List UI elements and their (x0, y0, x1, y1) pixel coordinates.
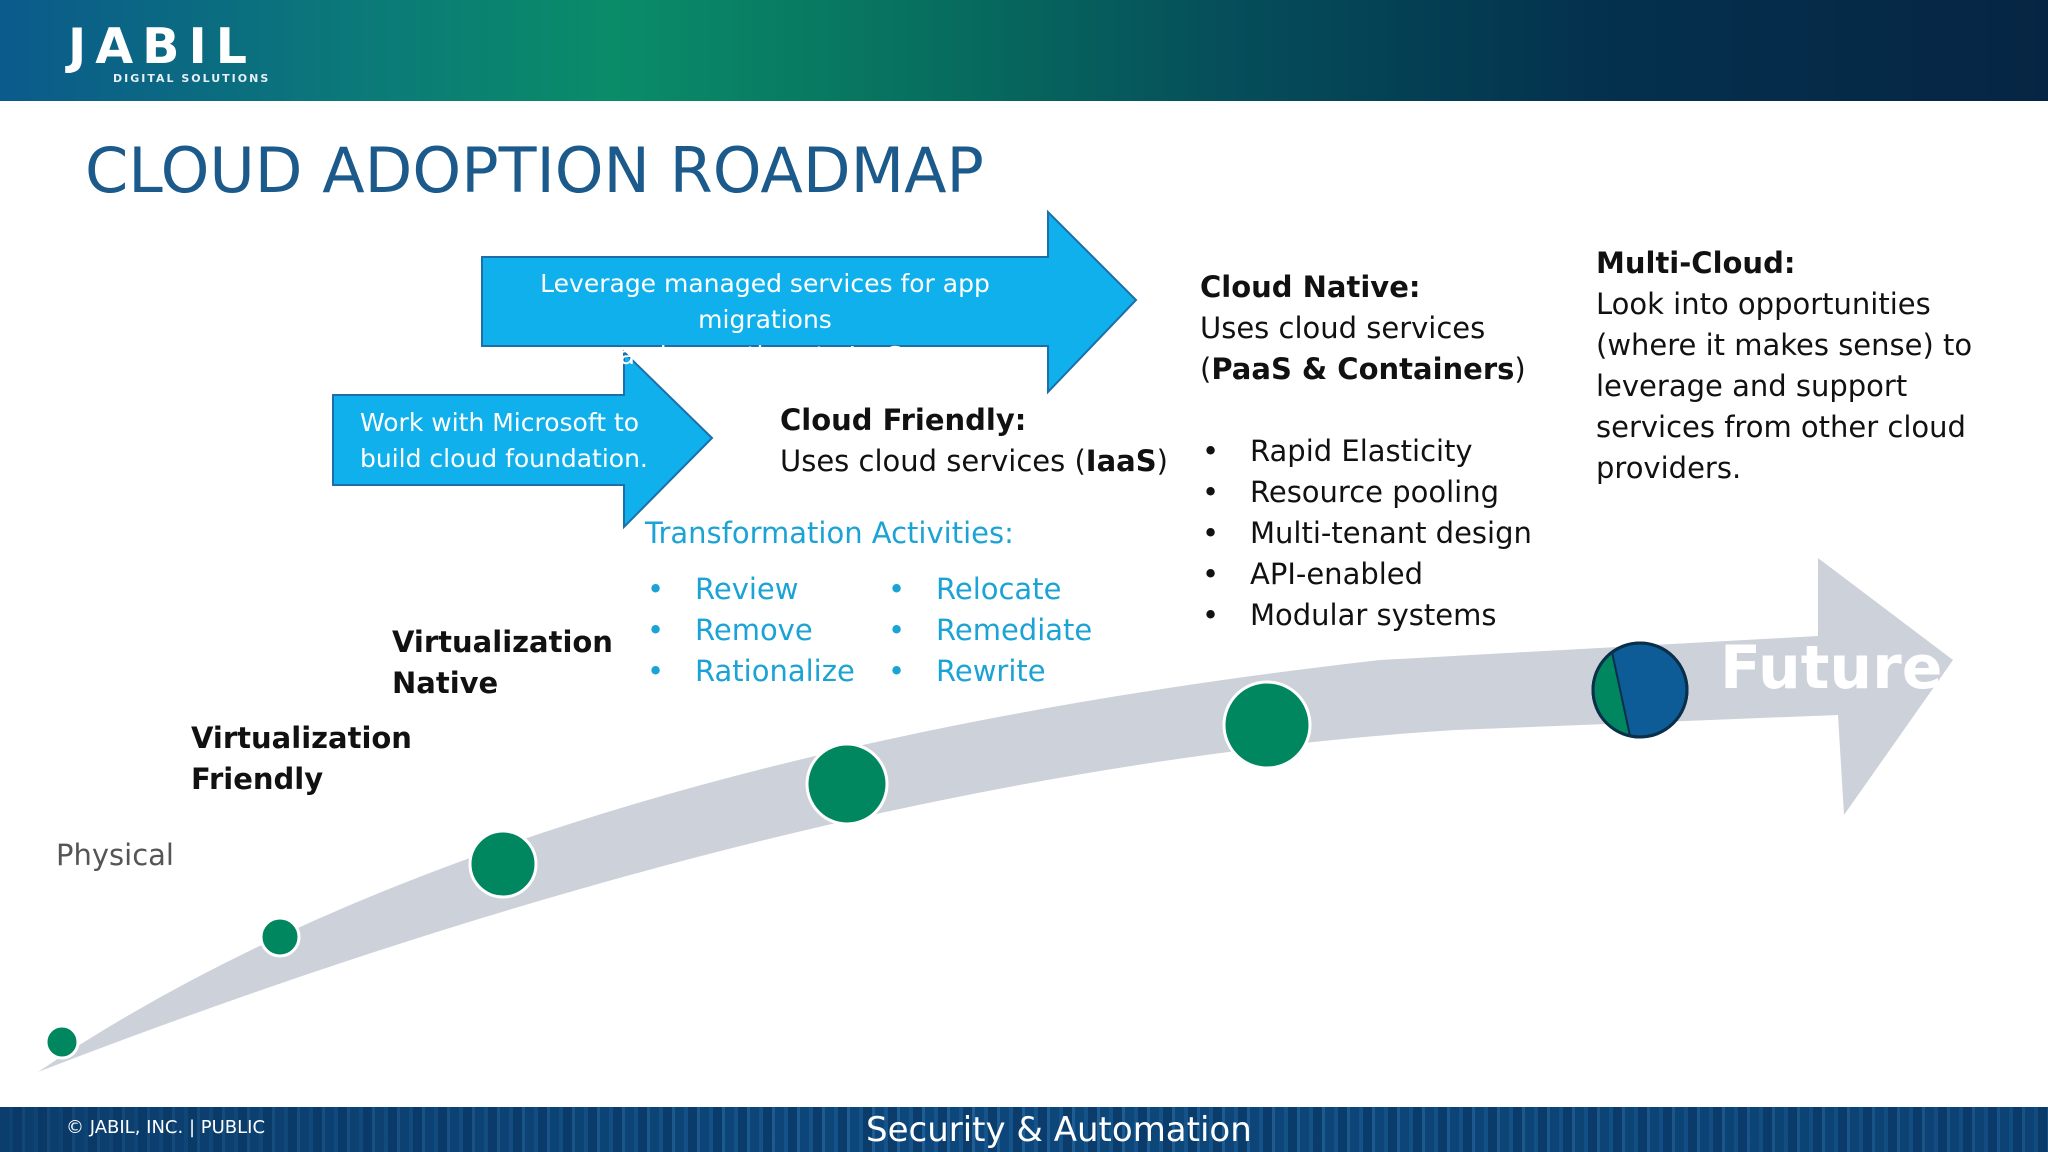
footer-overlay (0, 1107, 2048, 1152)
cloud-native-close: ) (1514, 352, 1526, 386)
multi-cloud-line-2: (where it makes sense) to (1596, 328, 1973, 362)
callout-microsoft-line-1: Work with Microsoft to (360, 408, 640, 437)
activity-remediate: Remediate (886, 610, 1092, 651)
multi-cloud-line-3: leverage and support (1596, 369, 1908, 403)
cloud-native-bullets: Rapid Elasticity Resource pooling Multi-… (1200, 431, 1532, 636)
callout-microsoft-text: Work with Microsoft to build cloud found… (342, 405, 678, 477)
callout-managed-line-1: Leverage managed services for app migrat… (540, 269, 990, 334)
callout-arrow-microsoft (332, 349, 714, 530)
activity-rewrite: Rewrite (886, 651, 1092, 692)
cloud-friendly-heading: Cloud Friendly: (780, 403, 1027, 437)
stage-vf-line-1: Virtualization (191, 721, 412, 755)
multi-cloud-line-1: Look into opportunities (1596, 287, 1931, 321)
stage-vn-line-2: Native (392, 666, 499, 700)
cloud-friendly-iaas: IaaS (1085, 444, 1157, 478)
stage-virtualization-friendly: Virtualization Friendly (191, 718, 412, 800)
milestone-physical (44, 1024, 80, 1060)
page-title: CLOUD ADOPTION ROADMAP (85, 134, 984, 207)
multi-cloud-heading: Multi-Cloud: (1596, 246, 1796, 280)
transformation-list-1: Review Remove Rationalize (645, 569, 855, 692)
stage-cloud-native: Cloud Native: Uses cloud services (PaaS … (1200, 267, 1526, 390)
callout-microsoft-line-2: build cloud foundation. (360, 444, 648, 473)
stage-physical: Physical (56, 838, 174, 872)
stage-cloud-friendly: Cloud Friendly: Uses cloud services (Iaa… (780, 400, 1168, 482)
milestone-virtualization-friendly (259, 916, 301, 958)
callout-arrow-managed-services (481, 209, 1138, 395)
activity-remove: Remove (645, 610, 855, 651)
callout-managed-services-text: Leverage managed services for app migrat… (482, 266, 1048, 374)
transformation-heading: Transformation Activities: (645, 516, 1014, 550)
activity-review: Review (645, 569, 855, 610)
transformation-list-2: Relocate Remediate Rewrite (886, 569, 1092, 692)
activity-rationalize: Rationalize (645, 651, 855, 692)
bullet-api-enabled: API-enabled (1200, 554, 1532, 595)
callout-managed-line-2: and operations to IaaS. (619, 341, 911, 370)
footer-copyright: © JABIL, INC. | PUBLIC (66, 1117, 266, 1138)
milestone-multi-cloud (1591, 641, 1689, 739)
cloud-native-open: ( (1200, 352, 1212, 386)
multi-cloud-line-5: providers. (1596, 451, 1742, 485)
cloud-native-heading: Cloud Native: (1200, 270, 1421, 304)
milestone-virtualization-native (468, 829, 538, 899)
stage-vn-line-1: Virtualization (392, 625, 613, 659)
multi-cloud-line-4: services from other cloud (1596, 410, 1966, 444)
bullet-multi-tenant: Multi-tenant design (1200, 513, 1532, 554)
jabil-logo: JABIL (68, 18, 256, 75)
milestone-cloud-friendly (805, 742, 889, 826)
stage-virtualization-native: Virtualization Native (392, 622, 613, 704)
stage-vf-line-2: Friendly (191, 762, 324, 796)
stage-multi-cloud: Multi-Cloud: Look into opportunities (wh… (1596, 243, 1972, 489)
cloud-friendly-desc: Uses cloud services (IaaS) (780, 441, 1168, 482)
cloud-friendly-text: Uses cloud services ( (780, 444, 1086, 478)
cloud-native-paas: PaaS & Containers (1211, 352, 1515, 386)
header-bar (0, 0, 2048, 101)
activity-relocate: Relocate (886, 569, 1092, 610)
bullet-modular-systems: Modular systems (1200, 595, 1532, 636)
cloud-native-line-1: Uses cloud services (1200, 311, 1486, 345)
cloud-friendly-close: ) (1156, 444, 1168, 478)
future-label: Future (1720, 633, 1943, 703)
milestone-cloud-native (1222, 680, 1312, 770)
roadmap-arrow (38, 558, 1953, 1072)
logo-subtitle: DIGITAL SOLUTIONS (113, 72, 271, 85)
cloud-native-line-2: (PaaS & Containers) (1200, 349, 1526, 390)
bullet-resource-pooling: Resource pooling (1200, 472, 1532, 513)
footer-tagline: Security & Automation (866, 1110, 1252, 1150)
bullet-rapid-elasticity: Rapid Elasticity (1200, 431, 1532, 472)
